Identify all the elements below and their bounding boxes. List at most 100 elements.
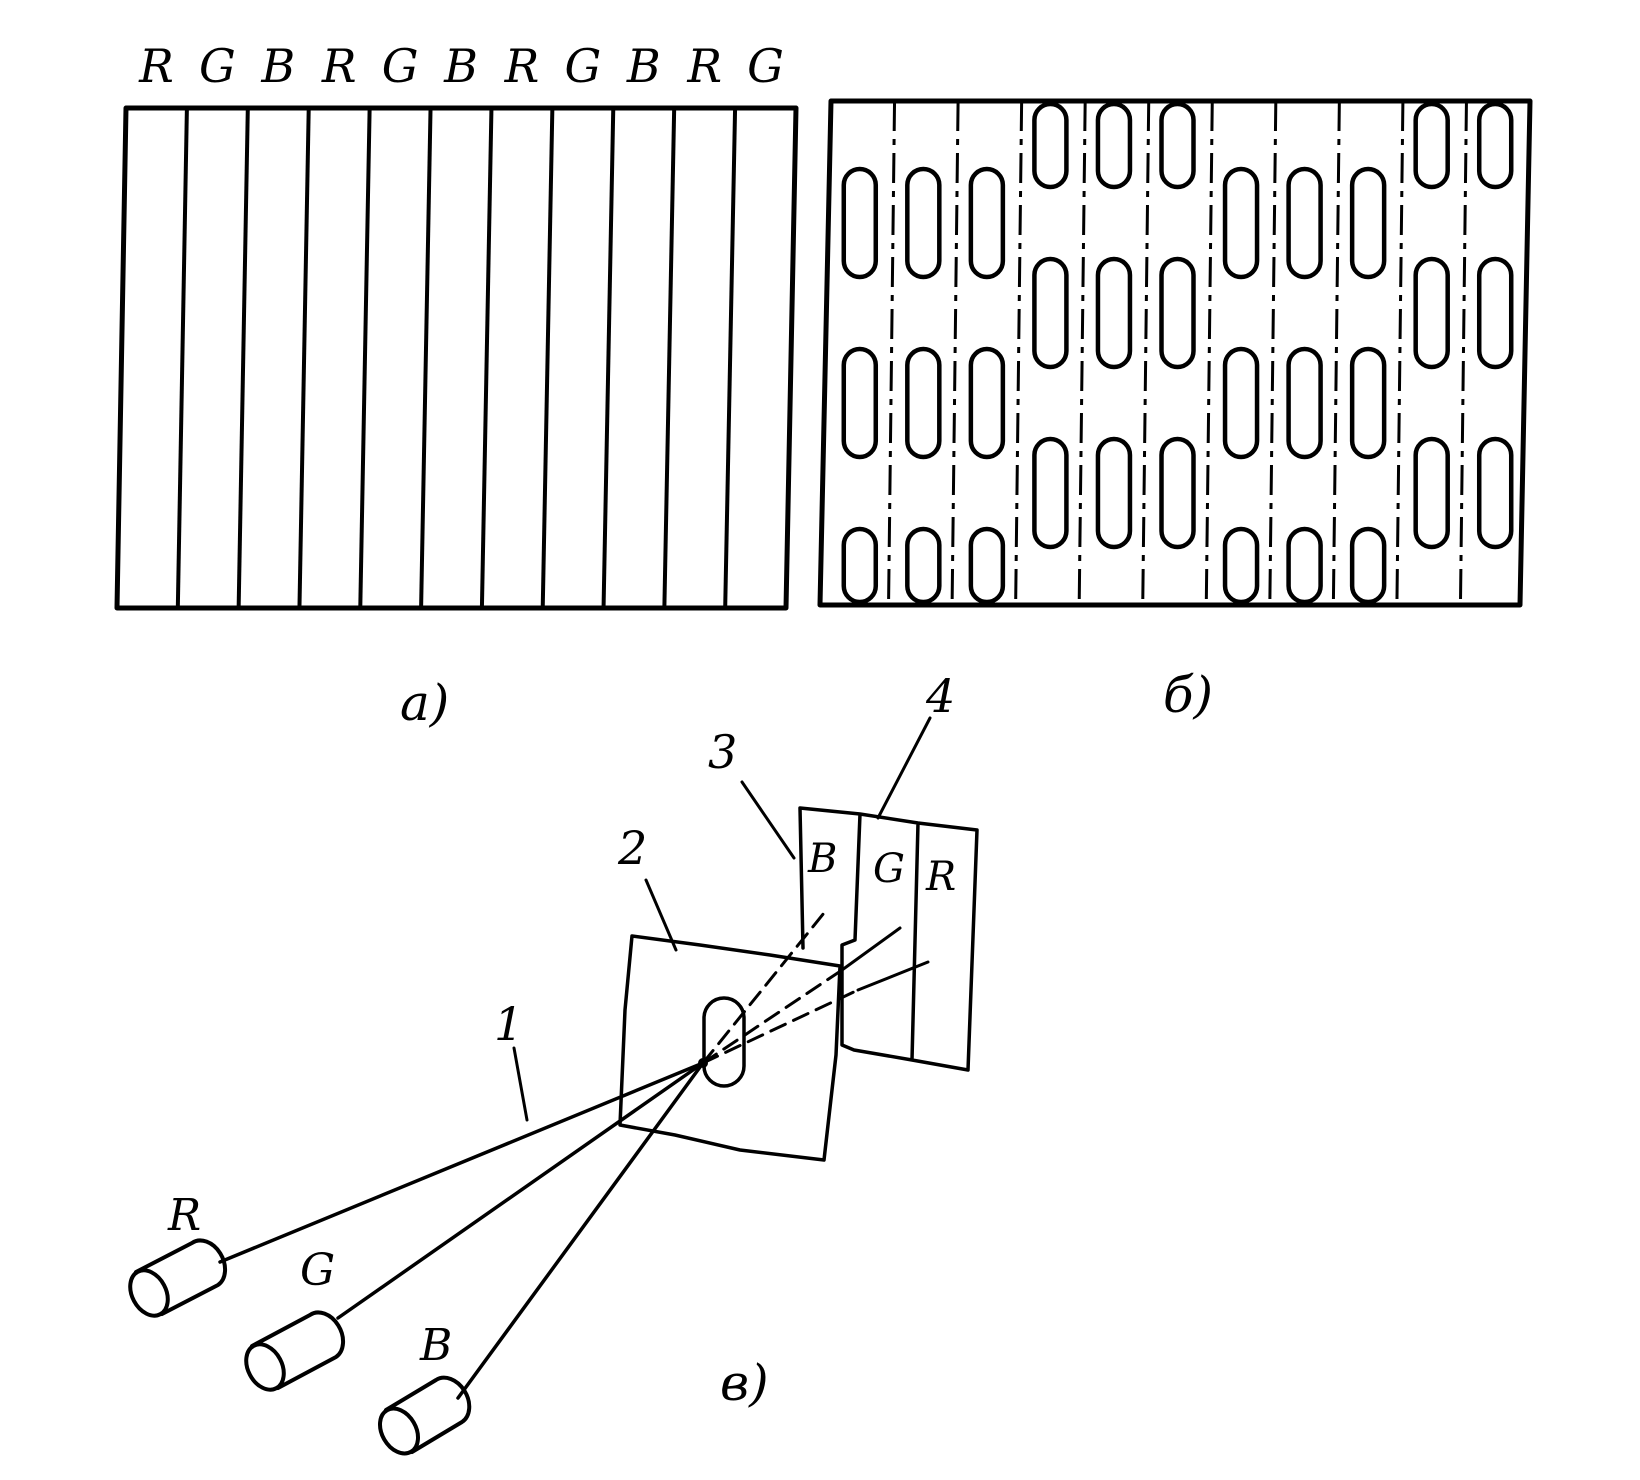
stripe-label-b-3: B <box>260 39 295 93</box>
slot-aperture <box>1349 166 1387 280</box>
screen-strip-label-r: R <box>925 854 956 900</box>
slot-aperture <box>1159 101 1196 190</box>
slot-aperture <box>1032 436 1069 550</box>
stripe-divider <box>723 107 738 609</box>
slot-dashed-divider <box>950 100 960 606</box>
stripe-label-g-2: G <box>199 39 236 93</box>
stripe-divider <box>297 107 311 609</box>
panel-a-stripe-dividers <box>175 107 738 609</box>
slot-aperture <box>1159 256 1196 370</box>
slot-aperture <box>1286 526 1323 605</box>
stripe-divider <box>540 107 555 609</box>
phosphor-screen: B G R <box>798 806 979 1072</box>
electron-gun-b <box>378 1375 472 1456</box>
slot-aperture <box>1349 526 1387 605</box>
stripe-label-b-9: B <box>626 39 661 93</box>
slot-aperture <box>841 526 879 605</box>
slot-aperture <box>968 526 1006 605</box>
gun-label-b: B <box>419 1320 452 1371</box>
stripe-divider <box>419 107 433 609</box>
slot-aperture <box>1413 256 1450 370</box>
gun-label-r: R <box>167 1190 201 1241</box>
stripe-label-r-1: R <box>138 39 174 93</box>
stripe-label-r-7: R <box>504 39 540 93</box>
slot-aperture <box>905 346 942 460</box>
screen-outline <box>798 806 979 1072</box>
electron-beams <box>218 906 930 1400</box>
beam-b <box>456 1061 705 1400</box>
beam-r <box>218 1061 705 1264</box>
slot-aperture <box>1095 436 1133 550</box>
slot-aperture <box>1413 101 1450 190</box>
slot-aperture <box>968 166 1006 280</box>
slot-aperture <box>1032 256 1069 370</box>
slot-dashed-divider <box>1204 100 1214 606</box>
stripe-divider <box>175 107 189 609</box>
callout-2-leader <box>644 878 678 952</box>
slot-aperture <box>841 166 879 280</box>
callout-4-leader <box>876 716 932 820</box>
slot-aperture <box>1222 346 1260 460</box>
gun-label-g: G <box>300 1245 335 1296</box>
slot-aperture <box>968 346 1006 460</box>
slot-aperture <box>1476 101 1514 190</box>
ray-to-b <box>701 906 830 1065</box>
ray-to-g-tail <box>840 926 902 972</box>
beam-crossover-point <box>698 1058 708 1068</box>
panel-b-slot-apertures <box>841 101 1514 605</box>
ray-to-r-tail <box>856 960 930 992</box>
slot-dashed-divider <box>1395 100 1405 606</box>
slot-aperture <box>841 346 879 460</box>
callout-1-leader <box>512 1046 529 1122</box>
slot-aperture <box>1413 436 1450 550</box>
callout-2: 2 <box>617 821 647 875</box>
slot-aperture <box>1286 346 1323 460</box>
slot-aperture <box>1476 436 1514 550</box>
slot-aperture <box>1032 101 1069 190</box>
stripe-label-g-8: G <box>564 39 601 93</box>
stripe-divider <box>601 107 616 609</box>
shadow-mask-plate <box>618 934 842 1162</box>
mask-plate-outline <box>618 934 842 1162</box>
callout-1: 1 <box>494 997 523 1051</box>
panel-b-dashed-dividers <box>887 100 1468 606</box>
electron-gun-r <box>128 1238 228 1318</box>
beam-g <box>336 1061 705 1320</box>
screen-strip-label-b: B <box>807 836 837 882</box>
slot-aperture <box>1095 101 1133 190</box>
panel-b-caption: б) <box>1163 666 1213 724</box>
slot-dashed-divider <box>1331 100 1341 606</box>
panel-a-caption: а) <box>400 674 449 732</box>
ray-to-r <box>701 988 860 1065</box>
slot-aperture <box>1222 166 1260 280</box>
stripe-label-r-4: R <box>321 39 357 93</box>
callout-3: 3 <box>708 725 737 779</box>
slot-dashed-divider <box>1077 100 1087 606</box>
callout-3-leader <box>740 780 796 860</box>
panel-c: B G R <box>128 669 979 1456</box>
slot-aperture <box>1476 256 1514 370</box>
screen-strip-label-g: G <box>873 846 905 892</box>
slot-dashed-divider <box>1458 100 1468 606</box>
callout-4: 4 <box>925 669 955 723</box>
stripe-label-g-11: G <box>747 39 784 93</box>
slot-aperture <box>905 526 942 605</box>
ray-to-g <box>701 968 844 1065</box>
slot-dashed-divider <box>1141 100 1151 606</box>
stripe-divider <box>236 107 250 609</box>
slot-aperture <box>905 166 942 280</box>
slot-aperture <box>1222 526 1260 605</box>
slot-aperture <box>1349 346 1387 460</box>
stripe-divider <box>662 107 677 609</box>
panel-c-caption: в) <box>720 1354 769 1412</box>
electron-gun-g <box>244 1310 346 1392</box>
slot-aperture <box>1159 436 1196 550</box>
panel-b-frame <box>817 98 1533 608</box>
slot-dashed-divider <box>1268 100 1278 606</box>
slot-aperture <box>1095 256 1133 370</box>
slot-aperture <box>1286 166 1323 280</box>
stripe-label-r-10: R <box>686 39 722 93</box>
